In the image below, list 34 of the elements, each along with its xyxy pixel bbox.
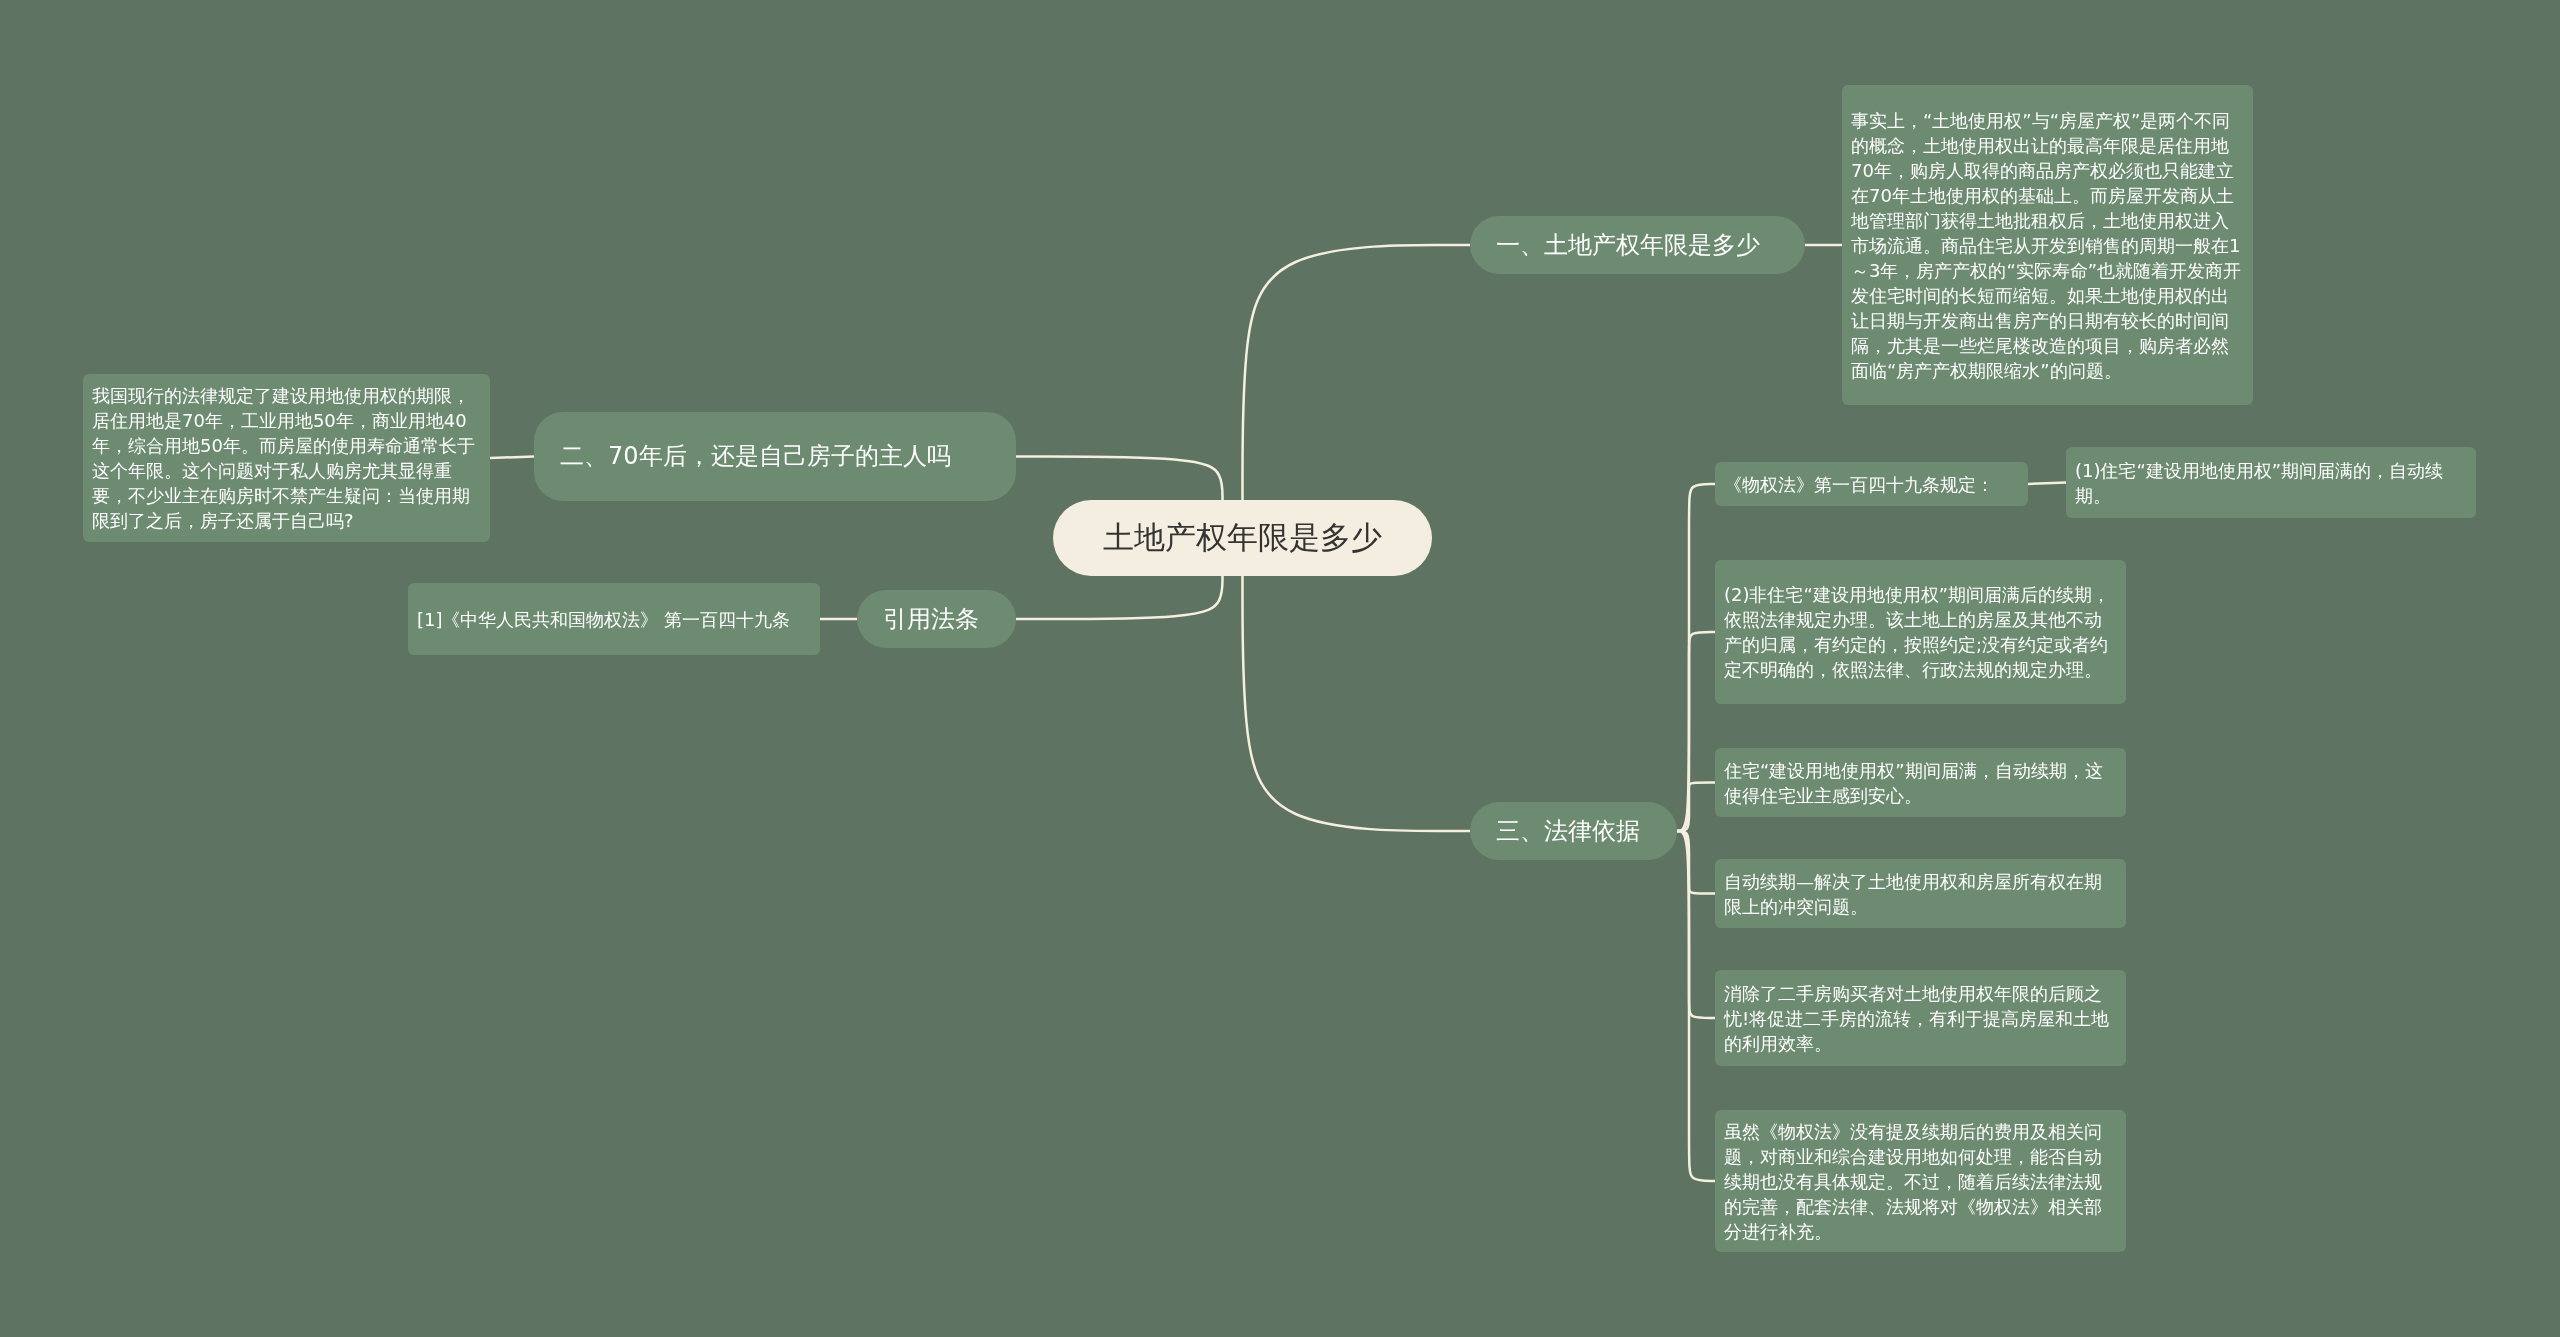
topic-text: 住宅“建设用地使用权”期间届满，自动续期，这使得住宅业主感到安心。 (1724, 758, 2104, 808)
note-box (1715, 859, 2126, 928)
topic-text: 引用法条 (883, 603, 979, 635)
topic-text: 我国现行的法律规定了建设用地使用权的期限，居住用地是70年，工业用地50年，商业用地40年，综合用地50年。而房屋的使用寿命通常长于这个年限。这个问题对于私人购房尤其显得重要，不少业主在购房时不禁产生疑问：当使用期限到了之后，房子还属于自己吗? (92, 384, 476, 533)
topic-box (534, 412, 1016, 501)
connector-line (1016, 455, 1224, 500)
note-box (1715, 970, 2126, 1066)
topic-text: 消除了二手房购买者对土地使用权年限的后顾之忧!将促进二手房的流转，有利于提高房屋和土地的利用效率。 (1724, 981, 2111, 1056)
connector-line (1805, 243, 1842, 247)
connector-line (2027, 481, 2067, 486)
connector-line (1016, 576, 1224, 621)
topic-text: 一、土地产权年限是多少 (1496, 229, 1760, 261)
topic-text: 事实上，“土地使用权”与“房屋产权”是两个不同的概念，土地使用权出让的最高年限是居住用地70年，购房人取得的商品房产权必须也只能建立在70年土地使用权的基础上。而房屋开发商从土地管理部门获得土地批租权后，土地使用权进入市场流通。商品住宅从开发到销售的周期一般在1～3年，房产产权的“实际寿命”也就随着开发商开发住宅时间的长短而缩短。如果土地使用权的出让日期与开发商出售房产的日期有较长的时间间隔，尤其是一些烂尾楼改造的项目，购房者必然面临“房产产权期限缩水”的问题。 (1851, 108, 2243, 383)
note-box (1842, 85, 2253, 405)
note-box (1715, 748, 2126, 817)
connector-line (489, 455, 535, 460)
connector-line (1241, 576, 1470, 833)
topic-text: 土地产权年限是多少 (1103, 518, 1382, 557)
topic-text: 自动续期—解决了土地使用权和房屋所有权在期限上的冲突问题。 (1724, 869, 2103, 919)
connector-line (1241, 243, 1470, 500)
topic-text: (1)住宅“建设用地使用权”期间届满的，自动续期。 (2075, 458, 2445, 508)
topic-text: (2)非住宅“建设用地使用权”期间届满后的续期，依照法律规定办理。该土地上的房屋及其他不动产的归属，有约定的，按照约定;没有约定或者约定不明确的，依照法律、行政法规的规定办理。 (1724, 583, 2112, 682)
topic-text: 《物权法》第一百四十九条规定： (1724, 472, 1994, 497)
note-box (408, 583, 820, 655)
note-box (1715, 1110, 2126, 1252)
note-box (2066, 447, 2476, 518)
connector-line (820, 617, 857, 621)
note-box (1715, 462, 2028, 506)
note-box (83, 374, 490, 542)
topic-text: 三、法律依据 (1496, 815, 1640, 847)
topic-text: [1]《中华人民共和国物权法》 第一百四十九条 (417, 607, 791, 632)
topic-text: 二、70年后，还是自己房子的主人吗 (560, 441, 951, 473)
note-box (1715, 560, 2126, 704)
topic-text: 虽然《物权法》没有提及续期后的费用及相关问题，对商业和综合建设用地如何处理，能否自动续期也没有具体规定。不过，随着后续法律法规的完善，配套法律、法规将对《物权法》相关部分进行补充。 (1724, 1119, 2103, 1244)
